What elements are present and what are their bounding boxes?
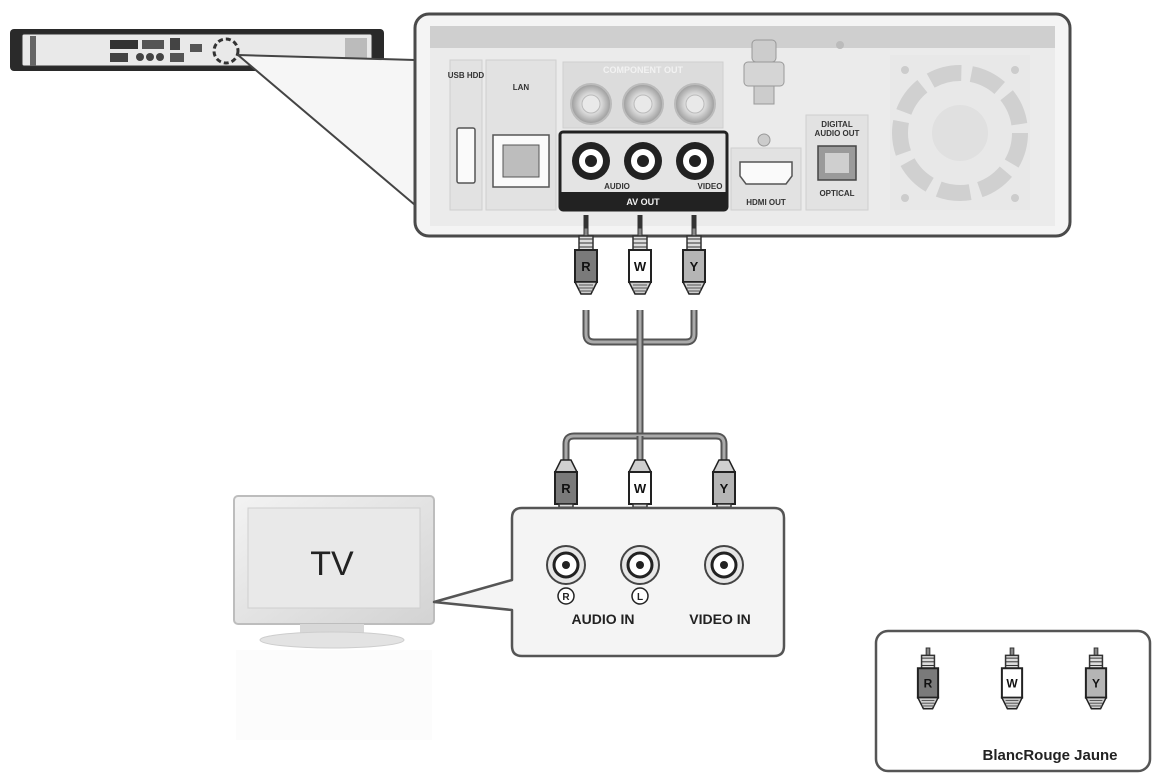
plug-letter-w: W (634, 481, 647, 496)
audio-in-left-jack (620, 545, 660, 585)
rca-plug-w: W (1000, 647, 1024, 710)
plug-letter-y: Y (1092, 677, 1100, 691)
fan-grille (890, 55, 1030, 210)
digital-label-1: DIGITAL (821, 120, 853, 129)
audio-in-right-jack (546, 545, 586, 585)
zoom-callout (237, 54, 416, 206)
right-channel-mark: R (557, 587, 575, 605)
legend-caption: BlancRouge Jaune (982, 747, 1117, 764)
plug-letter-r: R (924, 677, 933, 691)
plug-letter-y: Y (690, 259, 699, 274)
plug-letter-w: W (634, 259, 647, 274)
plug-letter-y: Y (720, 481, 729, 496)
rca-plug-y: Y (681, 227, 707, 295)
decorative-connector-icon (743, 39, 785, 147)
svg-text:L: L (637, 592, 643, 603)
left-channel-mark: L (631, 587, 649, 605)
plug-letter-w: W (1006, 677, 1018, 691)
usb-label: USB HDD (448, 71, 485, 80)
lan-port: LAN (485, 59, 557, 211)
digital-label-2: AUDIO OUT (815, 129, 860, 138)
component-label: COMPONENT OUT (603, 65, 684, 75)
av-out-label: AV OUT (626, 197, 660, 207)
tv-input-panel: R L AUDIO IN VIDEO IN (432, 506, 786, 658)
rca-plug-y: Y (1084, 647, 1108, 710)
tv-set: TV (233, 495, 435, 740)
lan-label: LAN (513, 83, 530, 92)
tv-screen-label: TV (310, 545, 354, 583)
plug-letter-r: R (581, 259, 591, 274)
av-audio-label: AUDIO (604, 182, 630, 191)
rca-plug-w: W (627, 227, 653, 295)
legend-box: R W Y BlancRouge Jaune (874, 629, 1152, 773)
audio-in-label: AUDIO IN (572, 611, 635, 627)
video-in-label: VIDEO IN (689, 611, 750, 627)
av-video-label: VIDEO (698, 182, 723, 191)
usb-port: USB HDD (448, 59, 485, 211)
av-cable (562, 310, 728, 462)
hdmi-port: HDMI OUT (730, 147, 802, 211)
rca-plug-r: R (573, 227, 599, 295)
optical-port: DIGITAL AUDIO OUT OPTICAL (805, 114, 869, 211)
plug-letter-r: R (561, 481, 571, 496)
svg-text:R: R (562, 592, 570, 603)
hdmi-label: HDMI OUT (746, 198, 786, 207)
optical-label: OPTICAL (819, 189, 854, 198)
video-in-jack (704, 545, 744, 585)
av-out-block: AV OUT AUDIO VIDEO (558, 130, 729, 212)
rca-plug-r: R (916, 647, 940, 710)
component-out: COMPONENT OUT (562, 61, 724, 129)
back-panel: USB HDD LAN COMPONENT OUT AV OUT (413, 12, 1072, 238)
